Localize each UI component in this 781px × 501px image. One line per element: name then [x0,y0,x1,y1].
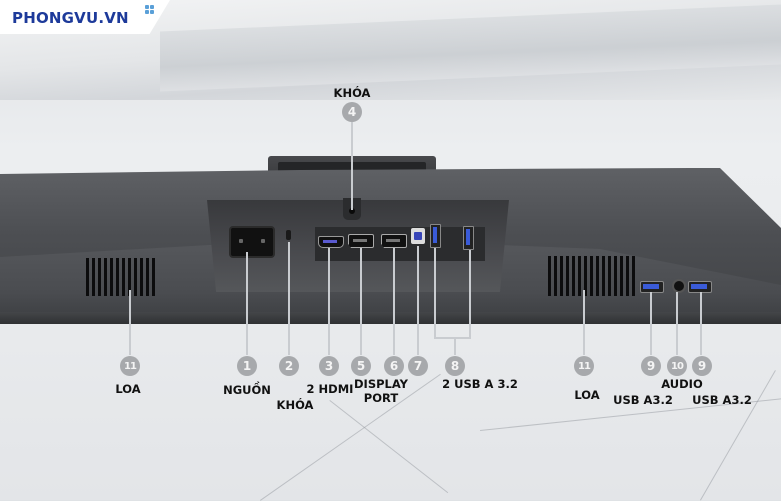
leader-line [351,122,353,210]
leader-line [650,292,652,355]
callout-label-hdmi: 2 HDMI [306,382,354,396]
leader-line [393,248,395,355]
floor-tile-line [700,370,776,501]
callout-marker-8: 8 [445,356,465,376]
callout-marker-9-right: 9 [692,356,712,376]
leader-line [676,292,678,355]
callout-marker-11-right: 11 [574,356,594,376]
phongvu-logo[interactable]: PHONGVU.VN [0,0,170,34]
callout-marker-1: 1 [237,356,257,376]
callout-label-usb-side-right: USB A3.2 [692,393,752,407]
leader-line [288,242,290,355]
usb-b-port-icon [411,228,425,244]
power-socket-icon [229,226,275,258]
callout-label-khoa-slot: KHÓA [276,398,314,412]
stand-lock-icon [349,208,355,214]
displayport-icon [348,234,374,248]
callout-label-usb-side-left: USB A3.2 [613,393,673,407]
audio-jack-icon [672,279,686,293]
callout-marker-9-left: 9 [641,356,661,376]
callout-label-loa-left: LOA [115,382,141,396]
callout-marker-7: 7 [408,356,428,376]
displayport-icon [381,234,407,248]
callout-label-khoa-stand: KHÓA [333,86,371,100]
callout-label-usb-a-rear: 2 USB A 3.2 [442,377,518,391]
callout-marker-5: 5 [351,356,371,376]
leader-line [360,248,362,355]
floor-tile-line [329,400,449,494]
usb-a-port-icon [430,224,441,248]
leader-line [700,292,702,355]
callout-marker-11-left: 11 [120,356,140,376]
monitor-bottom-edge [0,312,781,324]
callout-marker-3: 3 [319,356,339,376]
leader-line [417,246,419,355]
usb-a-side-port-icon [640,281,664,293]
callout-marker-4: 4 [342,102,362,122]
callout-label-displayport-line1: DISPLAY [354,377,408,391]
leader-line [434,248,436,338]
callout-marker-2: 2 [279,356,299,376]
speaker-grille-left-icon [86,258,155,296]
callout-label-displayport-line2: PORT [363,391,399,405]
usb-a-port-icon [463,226,474,250]
logo-dots-icon [145,5,154,14]
leader-line [454,337,456,355]
callout-label-displayport: DISPLAY PORT [354,377,408,405]
callout-marker-6: 6 [384,356,404,376]
hdmi-port-icon [318,236,344,248]
leader-line [469,250,471,338]
leader-line [129,290,131,355]
leader-line [328,248,330,355]
leader-line [246,252,248,355]
leader-line [583,290,585,355]
kensington-lock-icon [286,230,291,240]
callout-marker-10: 10 [667,356,687,376]
callout-label-audio: AUDIO [661,377,703,391]
callout-label-loa-right: LOA [574,388,600,402]
callout-label-nguon: NGUỒN [223,383,271,397]
logo-text: PHONGVU.VN [12,9,129,27]
speaker-grille-right-icon [548,256,635,296]
leader-bracket [434,337,471,339]
